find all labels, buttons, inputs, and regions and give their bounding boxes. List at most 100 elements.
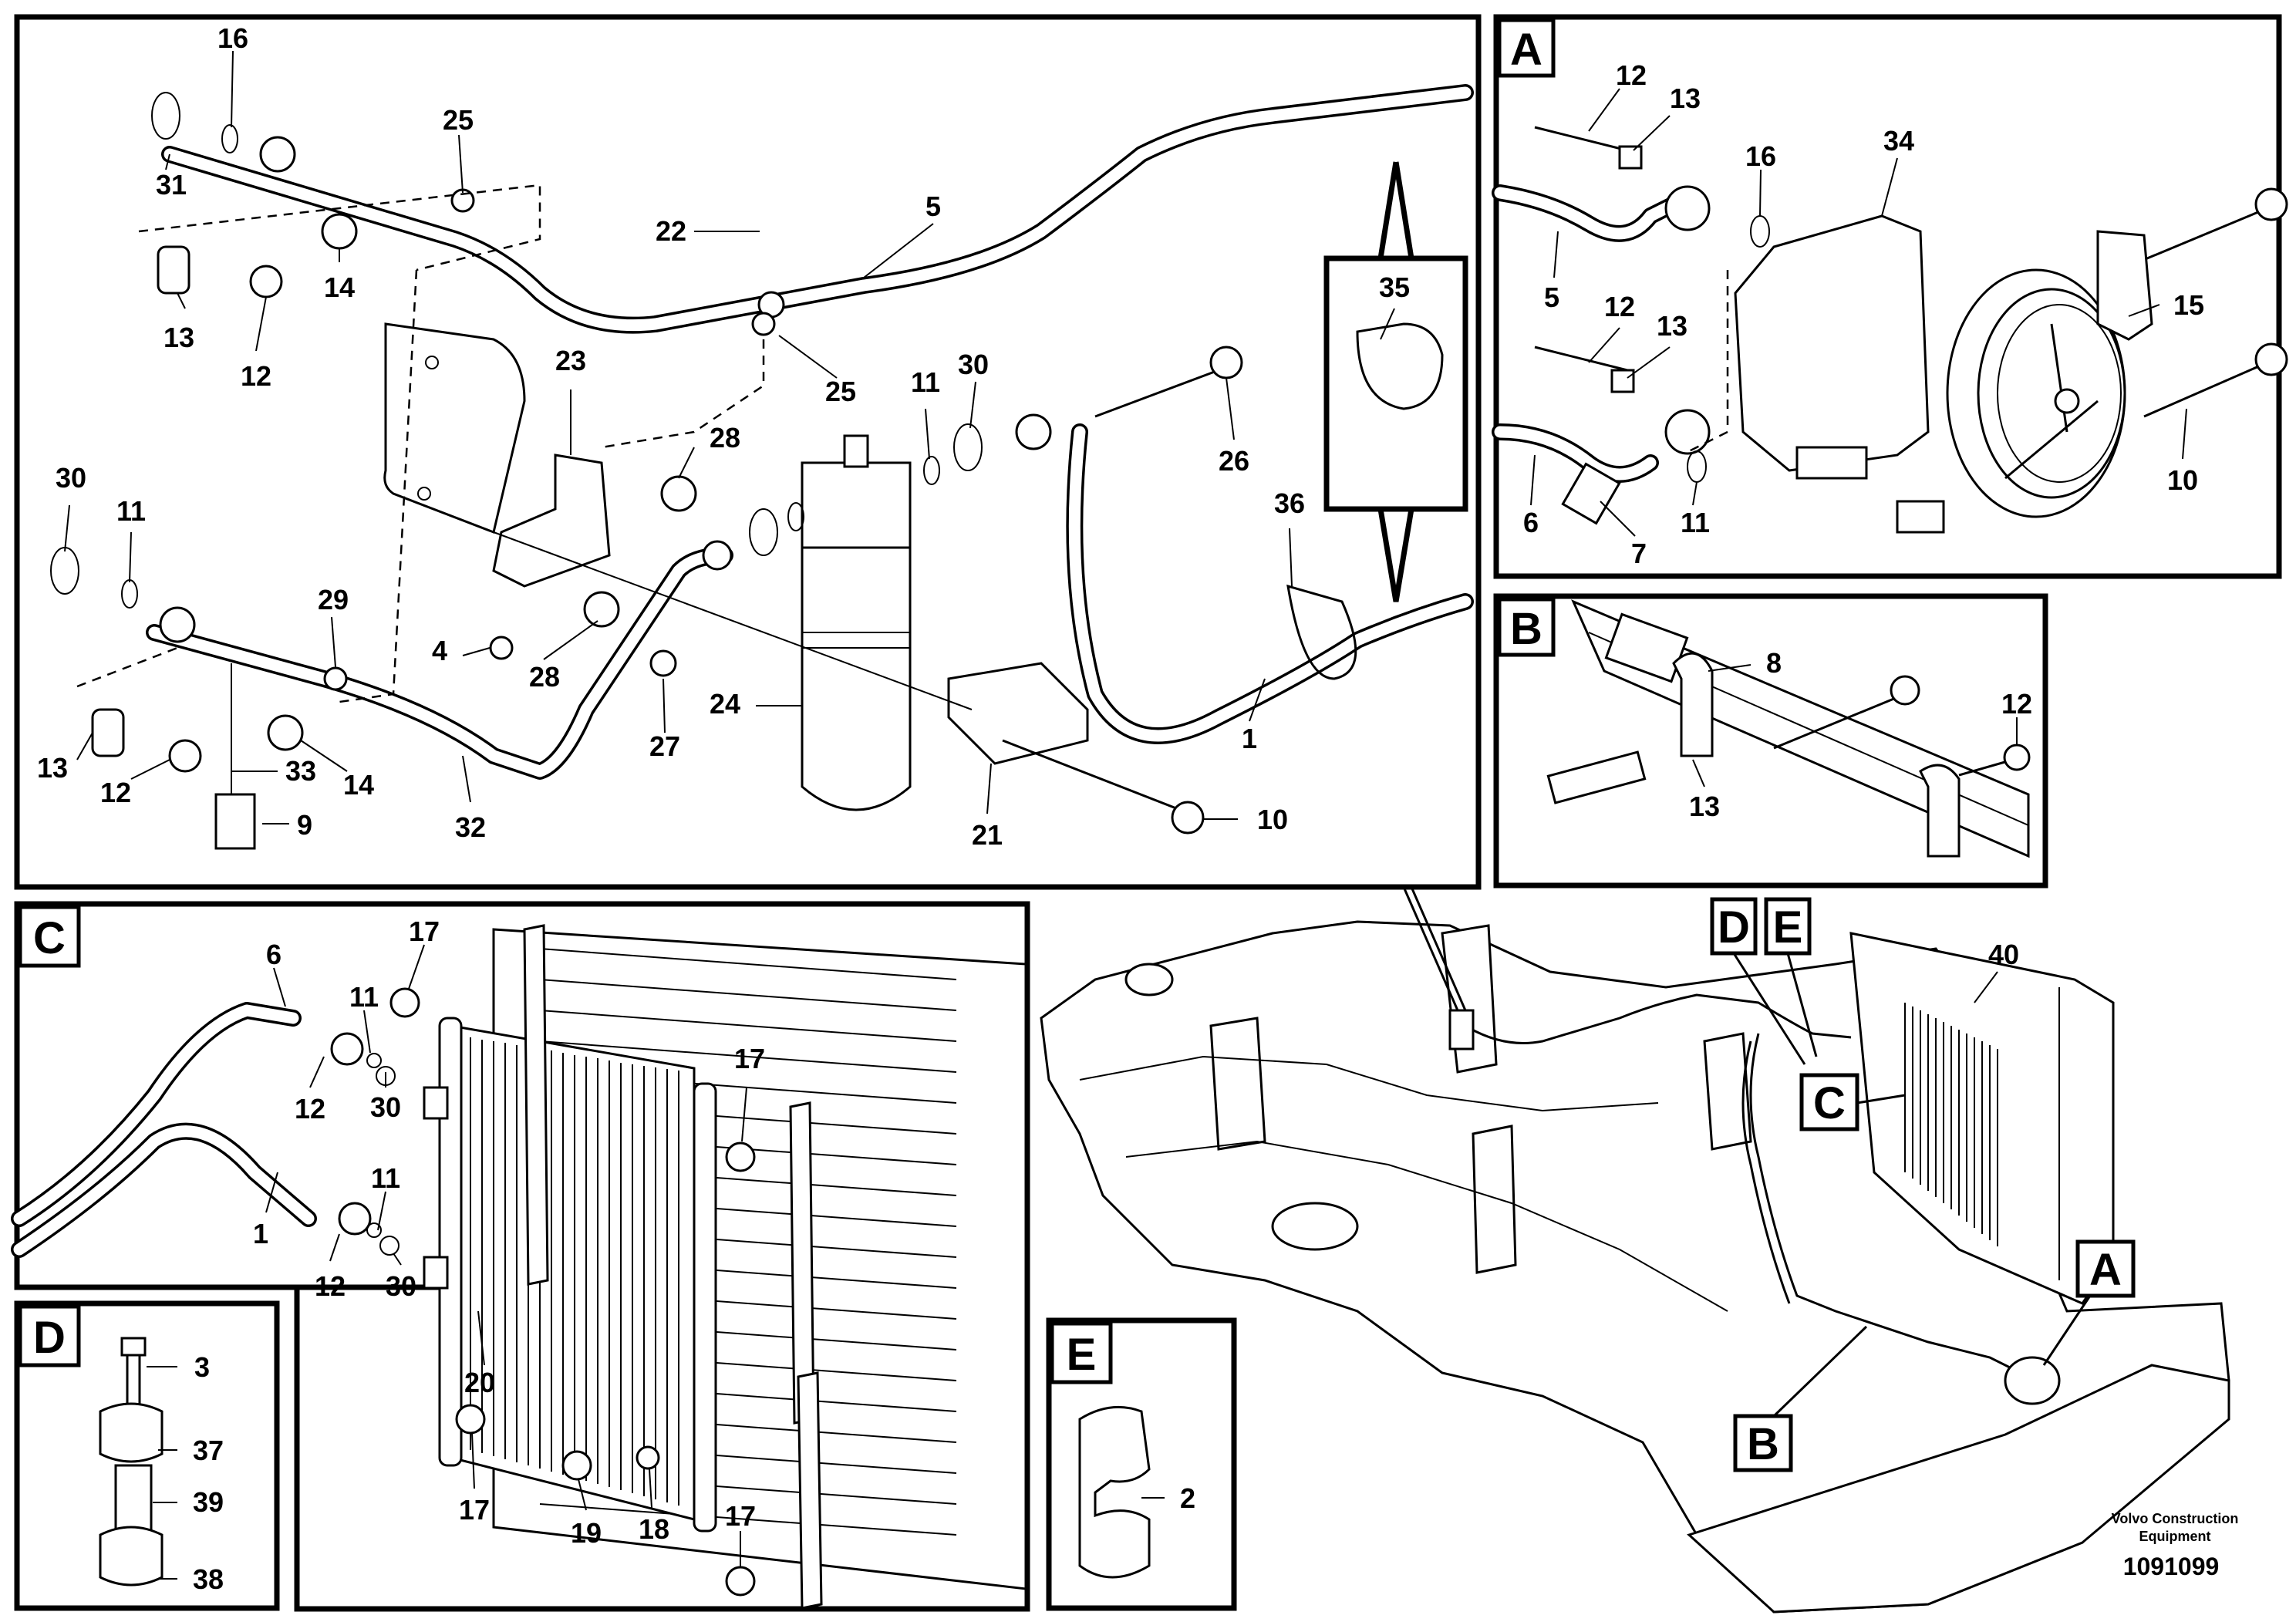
c-callout-18: 18 bbox=[639, 1513, 669, 1545]
c-callout-12: 12 bbox=[295, 1093, 325, 1125]
overview-machine bbox=[1040, 886, 2230, 1614]
c-callout-11b: 11 bbox=[371, 1162, 400, 1194]
callout-12b: 12 bbox=[100, 777, 131, 808]
screw-3-head bbox=[120, 1337, 147, 1357]
callout-26: 26 bbox=[1219, 445, 1249, 477]
callout-25b: 25 bbox=[825, 376, 856, 407]
main-exploded-view bbox=[14, 14, 1482, 890]
callout-10: 10 bbox=[1257, 804, 1288, 835]
callout-28b: 28 bbox=[529, 661, 560, 693]
detail-d-label: D bbox=[33, 1313, 66, 1363]
detail-e-frame bbox=[1046, 1317, 1237, 1611]
callout-29: 29 bbox=[318, 584, 349, 615]
d-callout-3: 3 bbox=[194, 1351, 210, 1383]
detail-35-frame bbox=[1323, 255, 1468, 512]
spacer-39 bbox=[114, 1464, 153, 1536]
detail-b-label: B bbox=[1510, 604, 1542, 654]
c-callout-1: 1 bbox=[253, 1218, 268, 1249]
a-callout-13: 13 bbox=[1670, 83, 1701, 114]
callout-22: 22 bbox=[656, 215, 686, 247]
clamp-38 bbox=[99, 1526, 164, 1587]
c-callout-11: 11 bbox=[349, 981, 379, 1013]
d-callout-37: 37 bbox=[193, 1435, 224, 1466]
callout-32: 32 bbox=[455, 811, 486, 843]
b-callout-13: 13 bbox=[1689, 791, 1720, 822]
drier-valve-block bbox=[801, 461, 912, 549]
c-callout-12b: 12 bbox=[315, 1270, 346, 1302]
bracket-plate bbox=[383, 322, 526, 534]
detail-d: D bbox=[14, 1300, 280, 1611]
callout-11b: 11 bbox=[116, 495, 146, 527]
callout-21: 21 bbox=[972, 819, 1003, 851]
spacer-13-b bbox=[1546, 750, 1647, 804]
overview-tag-c: C bbox=[1813, 1078, 1846, 1128]
detail-e-label: E bbox=[1067, 1330, 1097, 1380]
callout-4: 4 bbox=[432, 635, 447, 666]
detail-a: A bbox=[1492, 14, 2288, 579]
callout-28: 28 bbox=[710, 422, 740, 454]
brand-line-2: Equipment bbox=[2139, 1529, 2211, 1544]
c-callout-17: 17 bbox=[409, 916, 440, 947]
a-callout-10: 10 bbox=[2167, 464, 2198, 496]
callout-23: 23 bbox=[555, 345, 586, 376]
bolt-26 bbox=[1209, 346, 1243, 379]
a-callout-11: 11 bbox=[1681, 507, 1710, 538]
c-callout-30: 30 bbox=[370, 1091, 401, 1123]
callout-5: 5 bbox=[925, 191, 941, 222]
a-callout-12: 12 bbox=[1616, 59, 1647, 91]
callout-16: 16 bbox=[217, 22, 248, 54]
callout-31: 31 bbox=[156, 169, 187, 201]
callout-27: 27 bbox=[649, 730, 680, 762]
overview-callout-40: 40 bbox=[1988, 939, 2019, 970]
detail-d-frame bbox=[14, 1300, 280, 1611]
detail-c: C bbox=[11, 901, 1030, 1612]
drier-bracket-21 bbox=[947, 662, 1089, 765]
bracket-15 bbox=[2096, 230, 2153, 341]
detail-b: B bbox=[1493, 593, 2048, 889]
clip-b1 bbox=[1672, 652, 1714, 757]
tower-3 bbox=[1703, 1032, 1752, 1151]
compressor-body-34 bbox=[1734, 214, 1930, 472]
c-callout-17d: 17 bbox=[725, 1500, 756, 1532]
a-callout-6: 6 bbox=[1523, 507, 1539, 538]
c-callout-17b: 17 bbox=[734, 1043, 765, 1074]
b-callout-12: 12 bbox=[2001, 688, 2032, 720]
c-callout-20: 20 bbox=[464, 1367, 495, 1398]
document-footer: Volvo Construction Equipment 1091099 bbox=[2112, 1511, 2239, 1580]
bolt-10 bbox=[1171, 801, 1205, 835]
callout-14b: 14 bbox=[343, 769, 374, 801]
detail-d-callouts: 3 37 39 38 bbox=[147, 1351, 224, 1595]
callout-9: 9 bbox=[297, 809, 312, 841]
bracket-23 bbox=[492, 454, 611, 588]
main-view-frame bbox=[14, 14, 1482, 890]
e-callout-2: 2 bbox=[1180, 1482, 1195, 1514]
callout-36: 36 bbox=[1274, 487, 1305, 519]
detail-b-callouts: 8 12 13 bbox=[1689, 647, 2032, 822]
callout-13: 13 bbox=[164, 322, 194, 353]
receiver-drier bbox=[801, 546, 912, 811]
clip-b2 bbox=[1919, 764, 1961, 858]
drier-overview bbox=[1448, 1009, 1475, 1050]
tower-4 bbox=[1472, 1125, 1517, 1274]
a-callout-12b: 12 bbox=[1604, 291, 1635, 322]
tower-2 bbox=[1209, 1017, 1266, 1151]
d-callout-38: 38 bbox=[193, 1563, 224, 1595]
counterweight bbox=[1687, 1364, 2230, 1614]
a-callout-5: 5 bbox=[1544, 282, 1559, 313]
overview-tag-a: A bbox=[2089, 1245, 2122, 1295]
callout-12: 12 bbox=[241, 360, 271, 392]
detail-a-frame bbox=[1493, 14, 2282, 579]
callout-1: 1 bbox=[1242, 723, 1257, 754]
radiator-40-core bbox=[1904, 1003, 1998, 1246]
c-callout-30b: 30 bbox=[386, 1270, 416, 1302]
main-callouts: 16 31 25 5 22 13 12 14 25 23 28 11 30 26… bbox=[37, 22, 1410, 851]
c-callout-6: 6 bbox=[266, 939, 282, 970]
detail-b-frame bbox=[1493, 593, 2048, 889]
a-callout-16: 16 bbox=[1745, 140, 1776, 172]
callout-13b: 13 bbox=[37, 752, 68, 784]
compressor-overview bbox=[2004, 1356, 2061, 1405]
detail-e: E bbox=[1046, 1317, 1237, 1611]
callout-25: 25 bbox=[443, 104, 474, 136]
callout-11: 11 bbox=[911, 366, 940, 398]
